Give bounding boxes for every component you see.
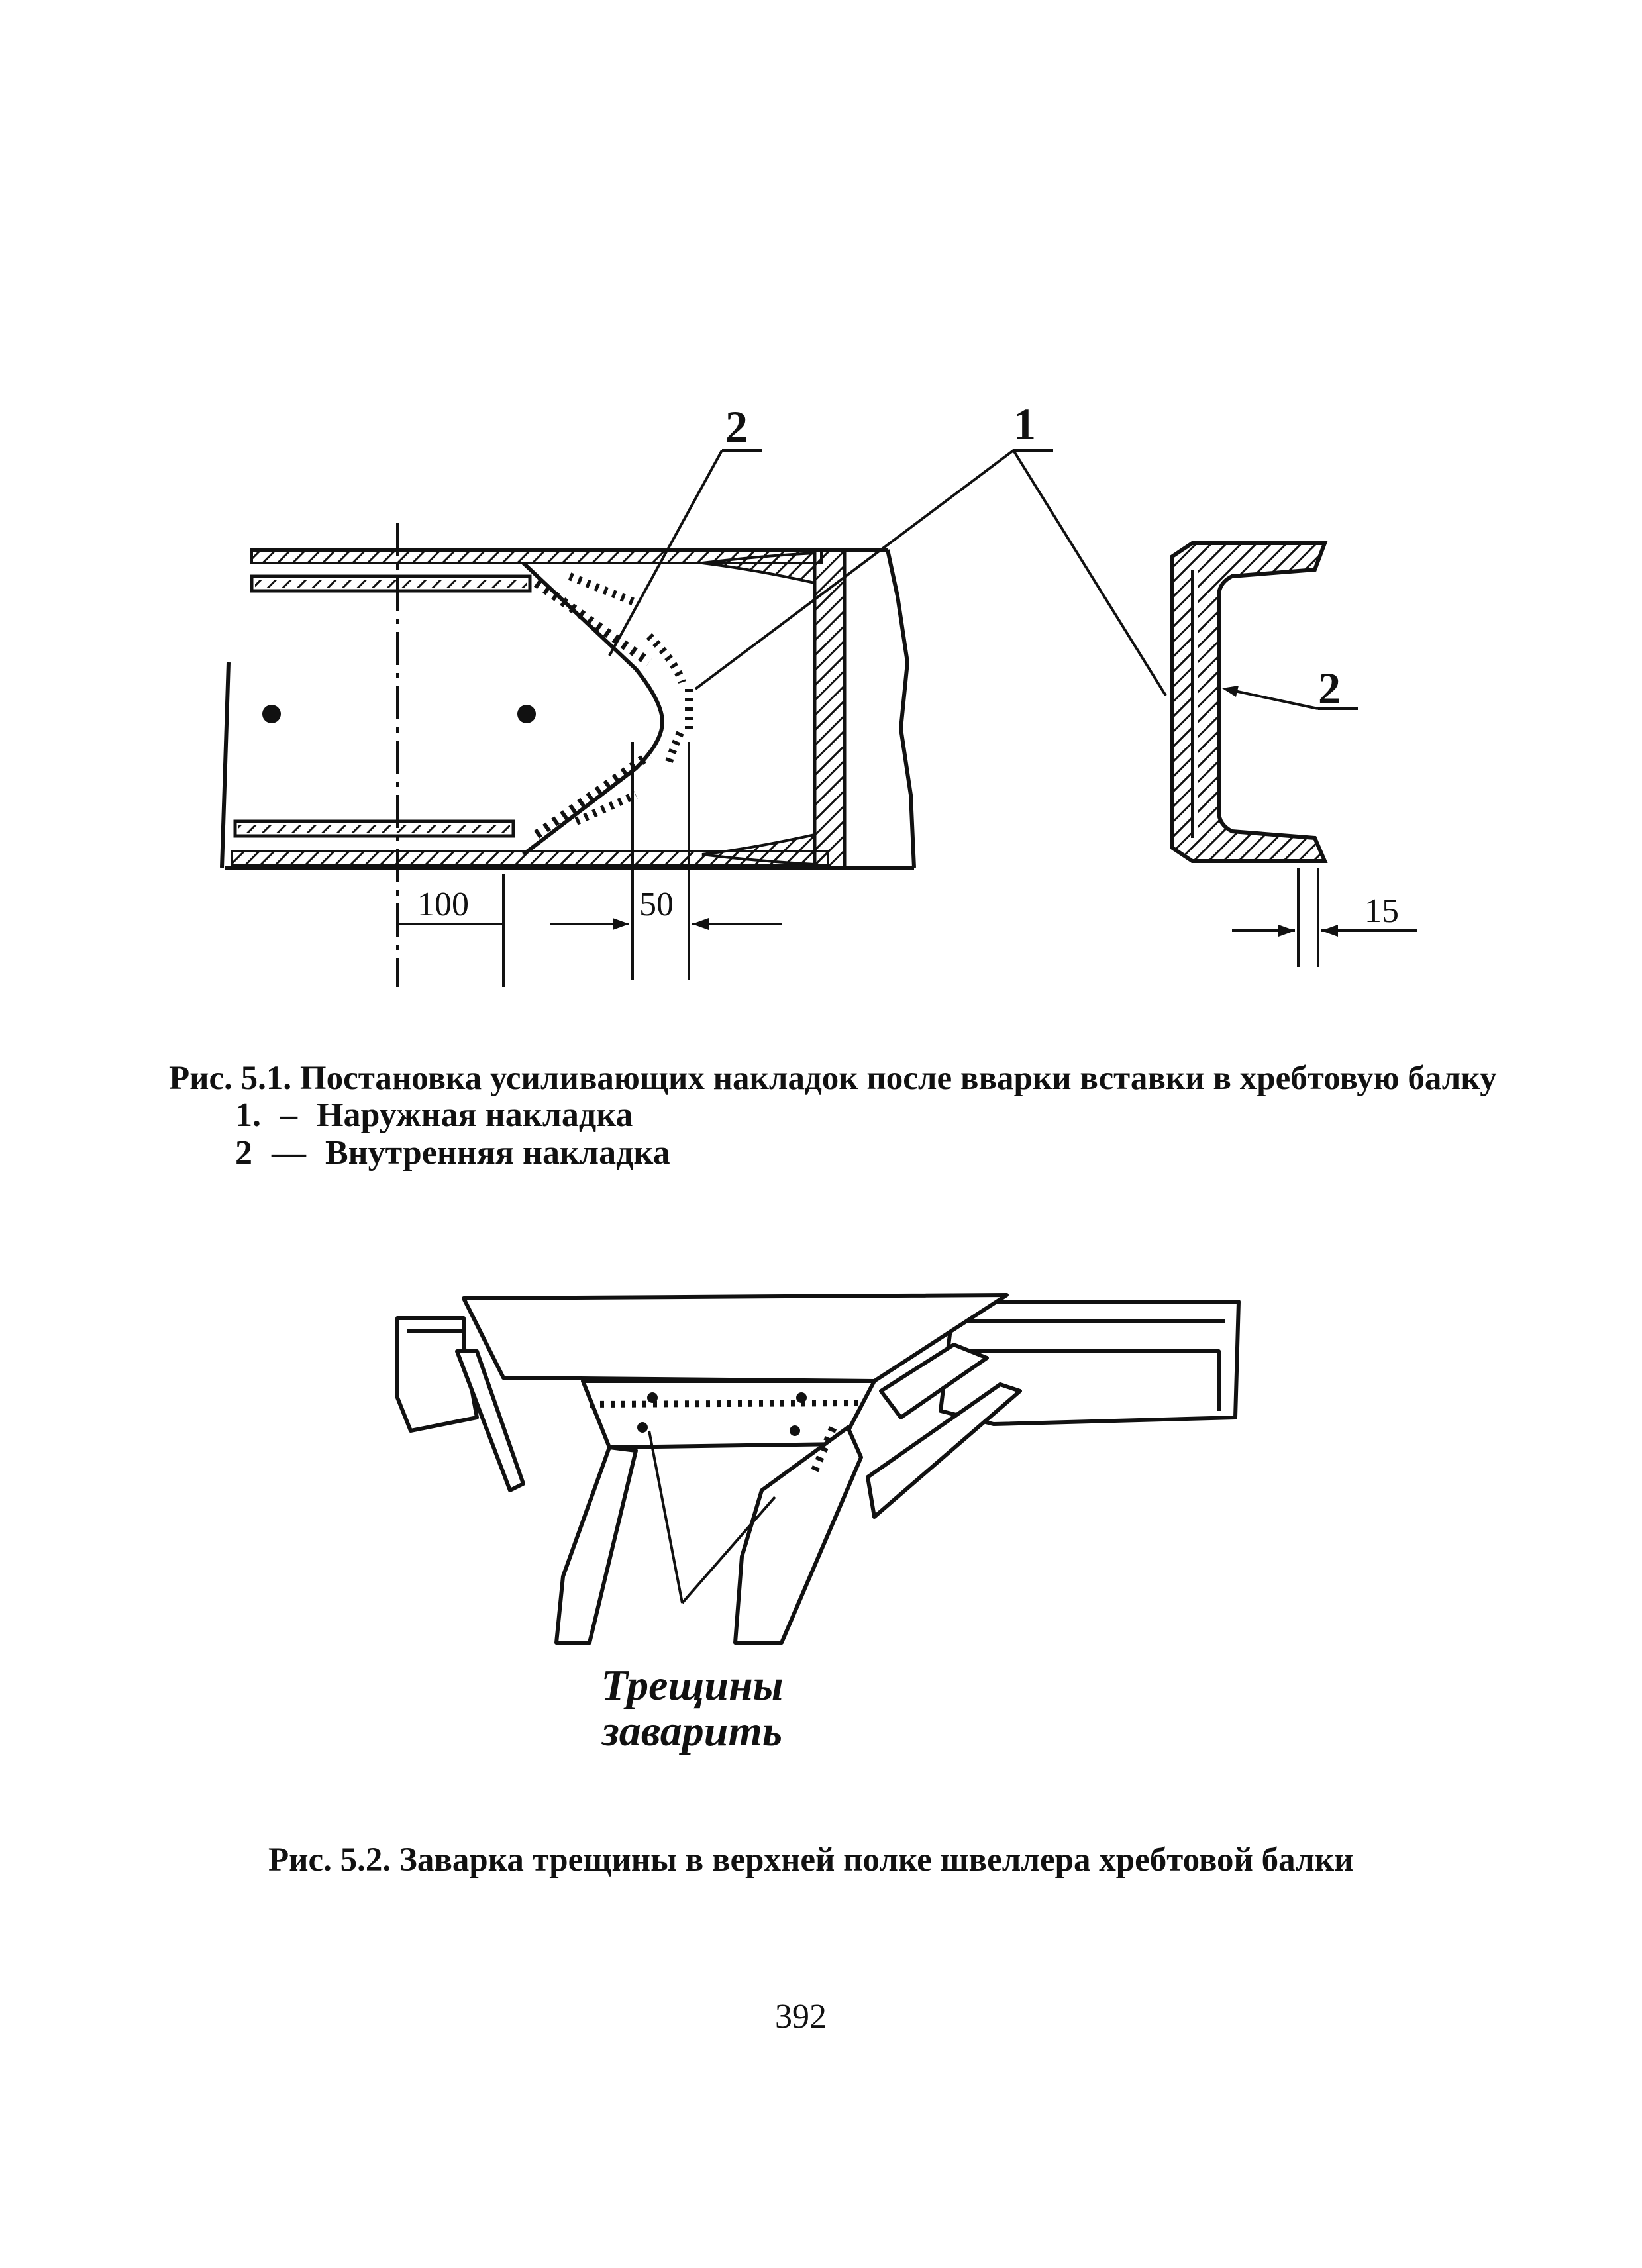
left-leg (554, 1445, 638, 1645)
crack-annotation: Трещины заварить (583, 1663, 801, 1755)
inner-overlay-plate (521, 561, 665, 856)
channel-section (1170, 541, 1328, 863)
crack-annotation-line-1: Трещины (601, 1661, 784, 1710)
insert-corner-bottom (701, 833, 816, 866)
crack-annotation-line-2: заварить (602, 1707, 782, 1756)
bolt-hole-right (517, 705, 536, 723)
callout-1-label: 1 (1013, 399, 1036, 449)
left-angle (455, 1349, 525, 1492)
insert-web (813, 548, 847, 870)
section-callout-2-label: 2 (1318, 663, 1341, 713)
bolt-hole-left (262, 705, 281, 723)
dimension-100: 100 (417, 886, 469, 923)
legend-item-2-text: Внутренняя накладка (325, 1134, 670, 1172)
page-number: 392 (775, 1998, 827, 2036)
legend-item-1-text: Наружная накладка (317, 1096, 633, 1134)
section-leader (1225, 688, 1358, 710)
right-leg (733, 1425, 863, 1645)
legend-item-1-dash: – (280, 1096, 297, 1134)
legend-item-2-dash: — (272, 1134, 306, 1172)
dimension-15: 15 (1364, 892, 1399, 930)
legend-item-1: 1. – Наружная накладка (235, 1096, 633, 1134)
dimension-lines (397, 742, 782, 987)
callout-2-label: 2 (725, 401, 748, 452)
outer-overlay-welds (568, 572, 693, 825)
figure-5-1-caption: Рис. 5.1. Постановка усиливающих накладо… (169, 1060, 1497, 1097)
legend-item-2: 2 — Внутренняя накладка (235, 1134, 670, 1172)
figure-5-1-drawing (220, 449, 1417, 987)
left-stub-beam (395, 1316, 479, 1433)
callout-leaders (608, 449, 1167, 697)
right-angle-lower (866, 1382, 1022, 1519)
right-angle-upper (879, 1343, 989, 1419)
insert-corner-top (701, 551, 816, 585)
legend-item-2-num: 2 (235, 1134, 252, 1172)
crack-leaders (648, 1430, 776, 1604)
figure-5-2-caption: Рис. 5.2. Заварка трещины в верхней полк… (268, 1841, 1354, 1879)
legend-item-1-num: 1. (235, 1096, 261, 1134)
center-plate (581, 1379, 876, 1449)
dimension-50: 50 (639, 886, 674, 923)
